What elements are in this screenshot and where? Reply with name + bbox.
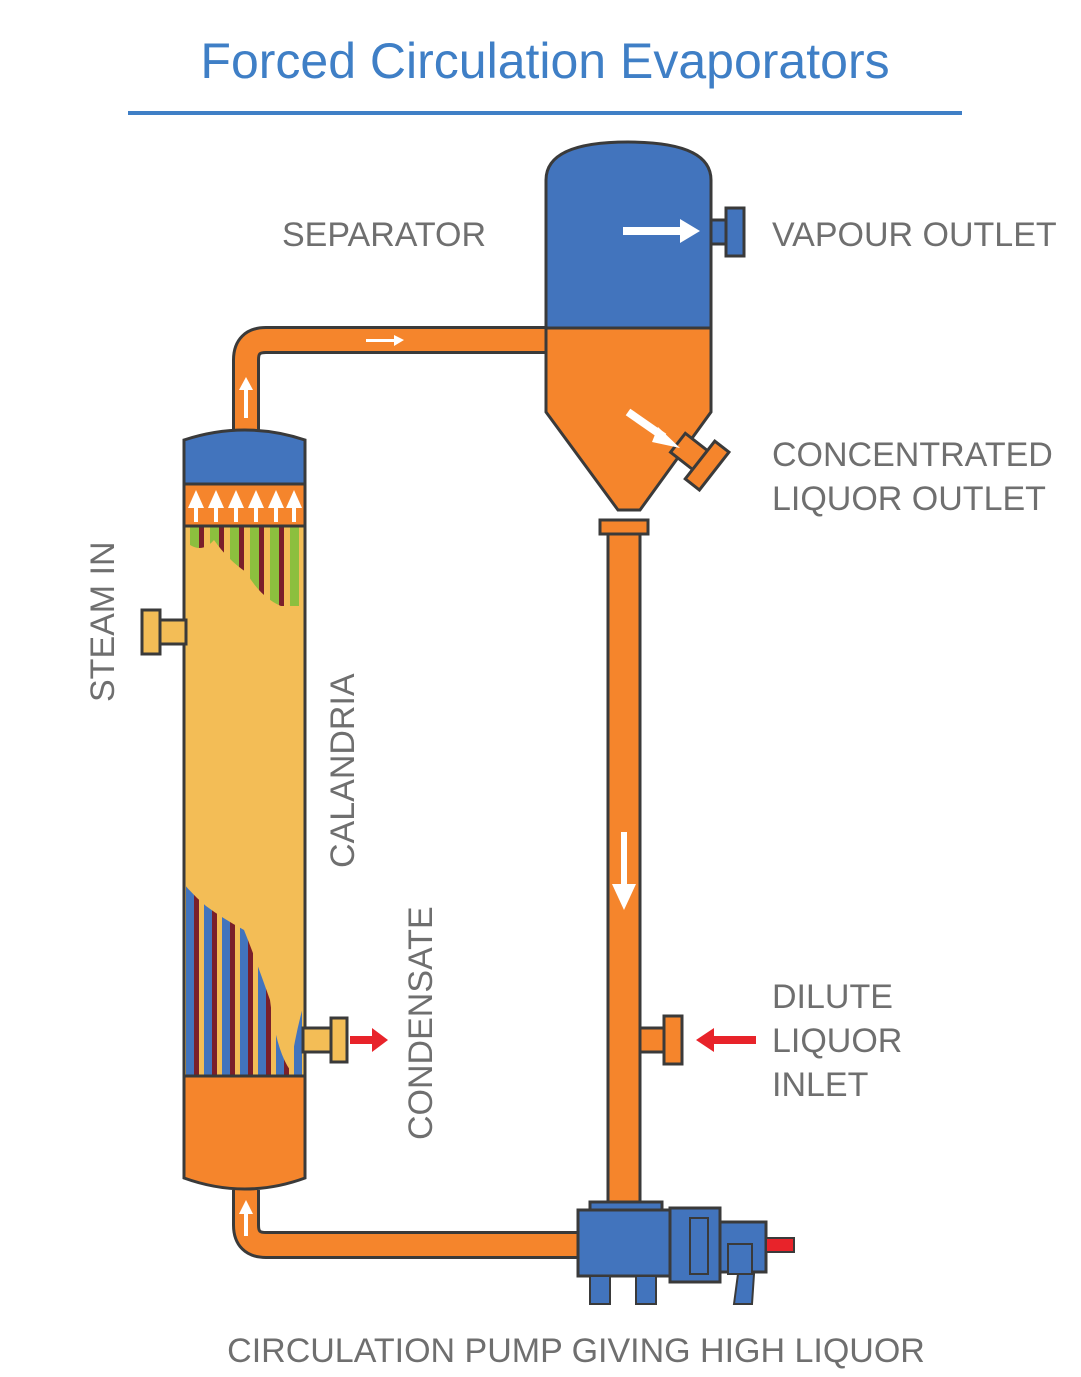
downcomer-arrow: [612, 832, 636, 910]
dilute-inlet-arrow: [696, 1028, 756, 1052]
dilute-label-line2: LIQUOR: [772, 1022, 902, 1060]
diagram-title: Forced Circulation Evaporators: [200, 33, 889, 89]
steam-in-label: STEAM IN: [84, 541, 122, 702]
dilute-label-line1: DILUTE: [772, 978, 893, 1016]
top-pipe-arrow: [366, 335, 404, 346]
condensate-label: CONDENSATE: [402, 906, 440, 1140]
concentrated-arrow: [625, 408, 680, 448]
top-pipe: [232, 326, 548, 430]
concentrated-outlet-label-line1: CONCENTRATED: [772, 436, 1053, 474]
riser-arrow: [239, 377, 253, 418]
calandria-label: CALANDRIA: [324, 673, 362, 868]
concentrated-outlet-label-line2: LIQUOR OUTLET: [772, 480, 1046, 518]
separator-label: SEPARATOR: [282, 216, 486, 254]
steam-inlet-nozzle: [156, 618, 188, 646]
dilute-inlet-nozzle: [638, 1026, 668, 1054]
vapour-outlet-label: VAPOUR OUTLET: [772, 216, 1057, 254]
dilute-label-line3: INLET: [772, 1066, 868, 1104]
condensate-nozzle: [301, 1026, 335, 1054]
condensate-arrow: [350, 1028, 388, 1052]
circulation-pump: [576, 1200, 795, 1305]
vapour-arrow: [623, 219, 700, 243]
pump-label: CIRCULATION PUMP GIVING HIGH LIQUOR: [227, 1332, 925, 1370]
concentrated-outlet-nozzle: [668, 431, 732, 493]
calandria-vessel: [182, 428, 307, 1191]
return-arrow: [239, 1200, 253, 1236]
